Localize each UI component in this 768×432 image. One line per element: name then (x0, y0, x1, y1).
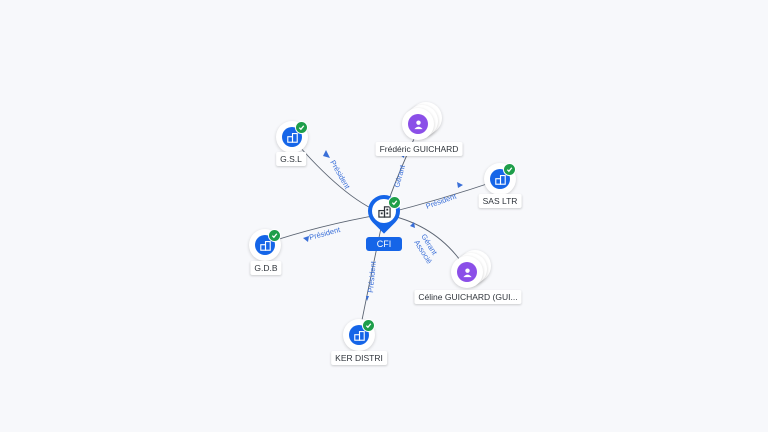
person-node-celine[interactable] (451, 250, 495, 288)
building-icon (286, 132, 298, 143)
arrow-kerdistri (366, 296, 369, 301)
edge-label-frederic: Gérant (392, 163, 407, 188)
edge-label-sasltr: Président (425, 191, 459, 211)
verified-icon (503, 163, 516, 176)
edge-label-gdb: Président (308, 225, 342, 242)
building-icon (259, 240, 271, 251)
person-circle (457, 262, 477, 282)
company-node-gdb[interactable] (249, 229, 283, 263)
verified-icon (388, 196, 401, 209)
person-icon (462, 267, 472, 277)
company-label-kerdistri[interactable]: KER DISTRI (331, 351, 387, 365)
verified-icon (295, 121, 308, 134)
person-node-frederic[interactable] (402, 102, 446, 140)
company-label-gsl[interactable]: G.S.L (276, 152, 306, 166)
company-node-gsl[interactable] (276, 121, 310, 155)
arrow-gdb (303, 236, 309, 242)
building-icon (494, 174, 506, 185)
edge-label-gsl: Président (328, 159, 352, 192)
verified-icon (268, 229, 281, 242)
person-label-celine[interactable]: Céline GUICHARD (GUI... (414, 290, 522, 304)
edge-label-kerdistri: Président (366, 260, 378, 293)
verified-icon (362, 319, 375, 332)
company-node-sasltr[interactable] (484, 163, 518, 197)
person-label-frederic[interactable]: Frédéric GUICHARD (375, 142, 463, 156)
arrow-gsl (323, 150, 330, 158)
person-icon (413, 119, 423, 129)
company-node-kerdistri[interactable] (343, 319, 377, 353)
arrow-celine (410, 222, 415, 228)
center-node-label[interactable]: CFI (366, 237, 402, 251)
building-icon (377, 205, 391, 218)
center-node[interactable] (361, 188, 407, 234)
company-label-gdb[interactable]: G.D.B (250, 261, 282, 275)
arrow-sasltr (457, 182, 463, 188)
person-circle (408, 114, 428, 134)
company-label-sasltr[interactable]: SAS LTR (478, 194, 522, 208)
building-icon (353, 330, 365, 341)
